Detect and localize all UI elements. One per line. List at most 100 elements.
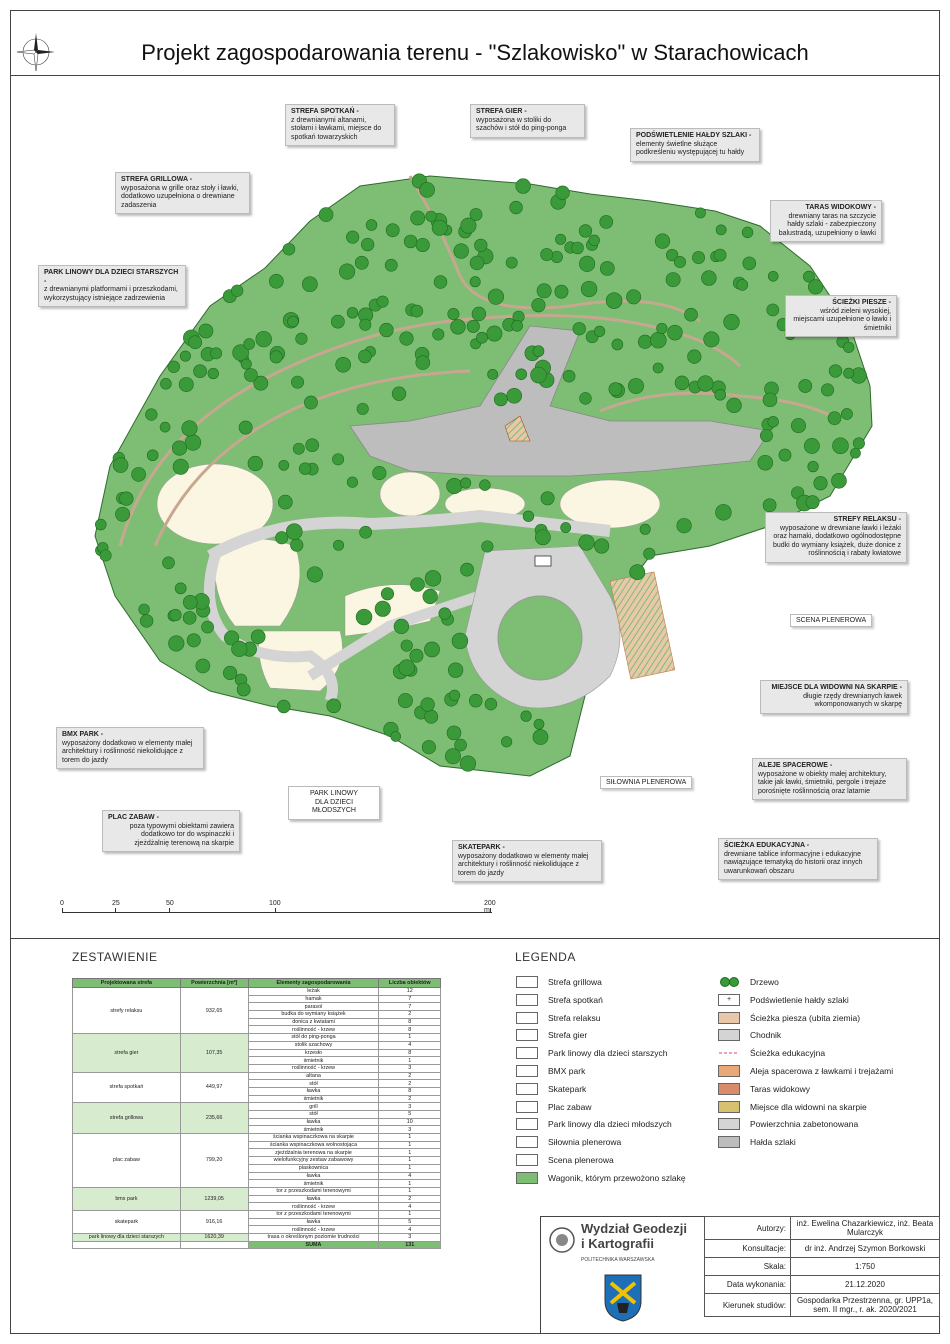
callout-miejsce-widowni: MIEJSCE DLA WIDOWNI NA SKARPIE -długie r… (760, 680, 908, 714)
tree-icon (359, 318, 372, 331)
tree-icon (530, 366, 547, 384)
tree-icon (160, 378, 172, 390)
gazebo-icon (516, 993, 538, 1006)
tree-icon (269, 350, 283, 364)
tree-icon (99, 549, 112, 562)
element-count: 3 (378, 1233, 441, 1242)
tree-icon (285, 523, 303, 540)
callout-aleje: ALEJE SPACEROWE -wyposażone w obiekty ma… (752, 758, 907, 800)
zone-area: 235,66 (179, 1102, 249, 1135)
element-name: śmietnik (247, 1094, 380, 1104)
zone-area: 1620,39 (179, 1233, 249, 1242)
tree-icon (469, 255, 485, 271)
element-count: 7 (378, 994, 441, 1004)
legend-label: Plac zabaw (548, 1101, 592, 1112)
tree-icon (424, 641, 440, 658)
element-count: 3 (378, 1125, 441, 1135)
col-header: Elementy zagospodarowania (247, 978, 380, 988)
element-count: 1 (378, 1163, 441, 1173)
tree-icon (305, 438, 320, 452)
tree-icon (162, 556, 175, 570)
tree-icon (446, 477, 463, 494)
tree-icon (184, 434, 202, 451)
tree-icon (355, 608, 373, 626)
tree-icon (843, 341, 855, 353)
element-name: krzesło (247, 1048, 380, 1058)
tree-icon (505, 256, 518, 269)
tree-icon (332, 453, 345, 466)
callout-taras: TARAS WIDOKOWY -drewniany taras na szczy… (770, 200, 882, 242)
zone-area: 799,20 (179, 1133, 249, 1188)
tree-icon (803, 270, 815, 283)
tree-icon (287, 315, 299, 328)
tree-icon (339, 263, 356, 280)
element-count: 1 (378, 1179, 441, 1188)
tree-icon (515, 368, 527, 380)
tree-icon (674, 375, 690, 391)
zone-name: strefa spotkań (72, 1071, 181, 1104)
element-name: tor z przeszkodami terenowymi (247, 1209, 380, 1219)
element-name: śmietnik (247, 1056, 380, 1065)
element-name: roślinność - krzew (247, 1025, 380, 1035)
element-name: ławka (247, 1086, 380, 1096)
tree-icon (302, 276, 318, 293)
info-row: Skala:1:750 (704, 1257, 940, 1276)
zone-area: 449,97 (179, 1071, 249, 1104)
tree-icon (231, 284, 244, 297)
element-count: 5 (378, 1110, 441, 1119)
tree-icon (446, 725, 462, 741)
legend-label: Strefa grillowa (548, 977, 602, 987)
tree-icon (448, 689, 461, 702)
tree-icon (493, 392, 508, 407)
tree-icon (540, 248, 554, 262)
tree-icon (198, 323, 214, 339)
tree-icon (540, 491, 555, 506)
tree-icon (290, 538, 304, 552)
info-table: Autorzy:inż. Ewelina Chazarkiewicz, inż.… (704, 1216, 940, 1317)
logo-line2: i Kartografii (581, 1236, 654, 1251)
legend-item: Chodnik (718, 1029, 782, 1042)
legend-label: BMX park (548, 1066, 586, 1076)
grill-zone (156, 463, 274, 545)
legend-label: Hałda szlaki (750, 1137, 796, 1148)
legend-label: Siłownia plenerowa (548, 1137, 622, 1148)
tree-icon (433, 275, 448, 289)
tree-icon (292, 442, 305, 455)
element-name: stolik szachowy (247, 1040, 380, 1050)
tree-icon (210, 347, 223, 360)
tree-icon (390, 731, 401, 742)
zone-area: 107,35 (179, 1033, 249, 1073)
tree-icon (509, 200, 523, 215)
tree-icon (253, 375, 269, 391)
element-name: budka do wymiany książek (247, 1010, 380, 1019)
tree-icon (827, 411, 842, 425)
tree-icon (759, 429, 773, 442)
city-coat-of-arms-icon (604, 1274, 642, 1322)
tree-icon (231, 640, 248, 657)
legend-label: Park linowy dla dzieci starszych (548, 1048, 668, 1059)
tree-icon (282, 242, 296, 256)
tree-icon (298, 462, 312, 475)
legend-label: Chodnik (750, 1030, 782, 1041)
tree-icon (380, 587, 395, 601)
element-name: altana (247, 1071, 380, 1081)
compass-rose-icon (16, 33, 55, 72)
tree-icon (445, 748, 461, 765)
audience-icon (718, 1100, 740, 1113)
tree-icon (131, 467, 146, 482)
tree-icon (715, 224, 727, 236)
tree-icon (798, 379, 813, 393)
tree-icon (757, 454, 774, 471)
tree-icon (742, 256, 757, 271)
element-count: 1 (378, 1056, 441, 1065)
sheet-frame (10, 10, 940, 1334)
tree-icon (628, 378, 644, 394)
element-count: 2 (378, 1071, 441, 1081)
tree-icon (447, 662, 464, 678)
callout-podswietlenie: PODŚWIETLENIE HAŁDY SZLAKI -elementy świ… (630, 128, 760, 162)
zone-name: strefa grillowa (72, 1102, 181, 1135)
tree-icon (580, 280, 598, 298)
legend-label: Drzewo (750, 977, 779, 987)
